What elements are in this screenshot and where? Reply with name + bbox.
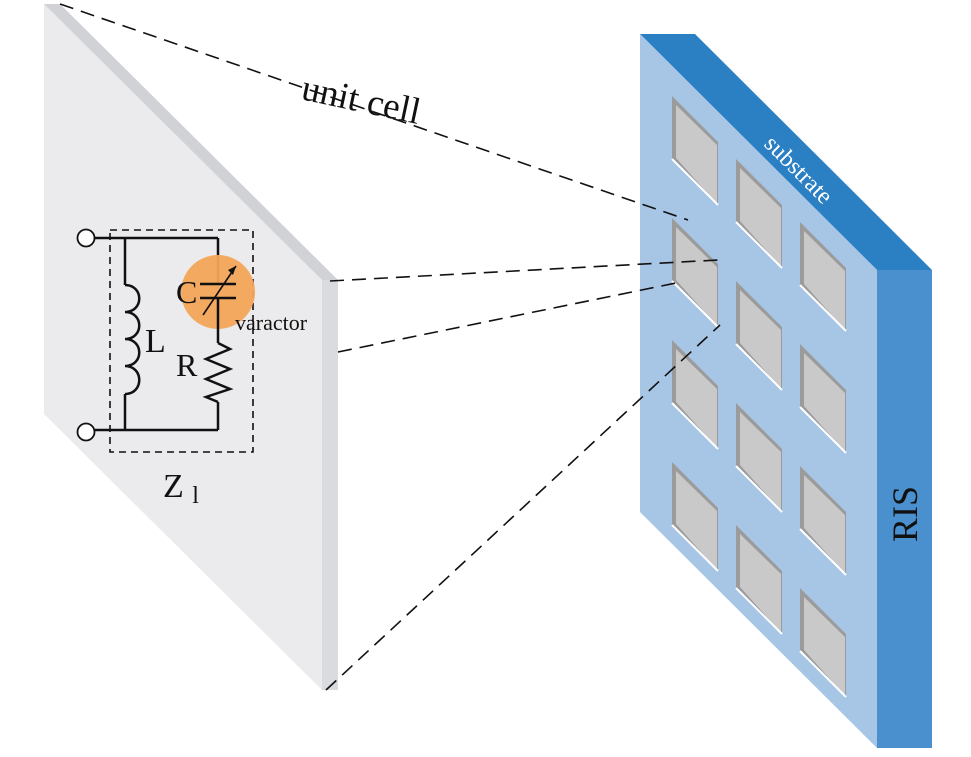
unit-cell-panel-top-edge — [44, 4, 338, 280]
ris-patch-highlight — [799, 650, 847, 698]
ris-patch-highlight — [799, 528, 847, 576]
ris-side-face — [877, 270, 932, 748]
ris-patch-highlight — [735, 221, 783, 269]
ris-patch-surface — [676, 227, 717, 326]
varactor-arrow-head — [228, 266, 236, 275]
ris-patch-surface — [740, 168, 781, 267]
projection-line-top — [59, 3, 689, 221]
bottom-terminal — [76, 422, 96, 442]
equivalent-circuit — [76, 228, 254, 453]
ris-label: RIS — [885, 486, 925, 542]
ris-patch-surface — [804, 231, 845, 330]
impedance-subscript: l — [192, 483, 199, 509]
resistor-label: R — [176, 347, 198, 383]
ris-patch-highlight — [671, 524, 719, 572]
ris-patch-highlight — [799, 406, 847, 454]
ris-patch-grid — [671, 96, 847, 698]
ris-patch-highlight — [735, 465, 783, 513]
ris-patch-highlight — [671, 280, 719, 328]
impedance-symbol: Z — [163, 468, 184, 505]
impedance-label: Z l — [163, 468, 199, 509]
unit-cell-label: unit cell — [298, 68, 424, 133]
ris-patch-surface — [676, 349, 717, 448]
ris-patch-highlight — [671, 158, 719, 206]
ris-front-face — [640, 34, 877, 748]
projection-line-bottom — [325, 324, 721, 691]
varactor-symbol — [200, 265, 237, 430]
unit-cell-panel-side-edge — [322, 280, 338, 690]
resistor-zigzag — [202, 341, 234, 404]
ris-patch-surface — [676, 471, 717, 570]
ris-patch-surface — [740, 534, 781, 633]
ris-patch-highlight — [671, 402, 719, 450]
unit-cell-panel-face — [44, 4, 322, 690]
top-terminal — [76, 228, 96, 248]
ris-patch-surface — [740, 412, 781, 511]
ris-patch-surface — [676, 105, 717, 204]
ris-top-face — [640, 34, 932, 270]
ris-patch-surface — [804, 475, 845, 574]
varactor-label: varactor — [235, 310, 308, 335]
ris-patch-surface — [804, 597, 845, 696]
inductor-coil — [124, 283, 141, 396]
ris-patch-highlight — [735, 587, 783, 635]
ris-patch-surface — [804, 353, 845, 452]
ris-patch-highlight — [799, 284, 847, 332]
projection-lines — [59, 3, 721, 691]
unit-cell-panel — [44, 4, 338, 690]
impedance-box — [109, 229, 254, 453]
varactor-arrow-line — [202, 265, 237, 316]
ris-patch-highlight — [735, 343, 783, 391]
ris-board — [640, 34, 932, 748]
capacitor-label: C — [176, 274, 197, 310]
ris-patch-surface — [740, 290, 781, 389]
projection-line-middle — [337, 282, 677, 353]
inductor-label: L — [145, 323, 166, 360]
